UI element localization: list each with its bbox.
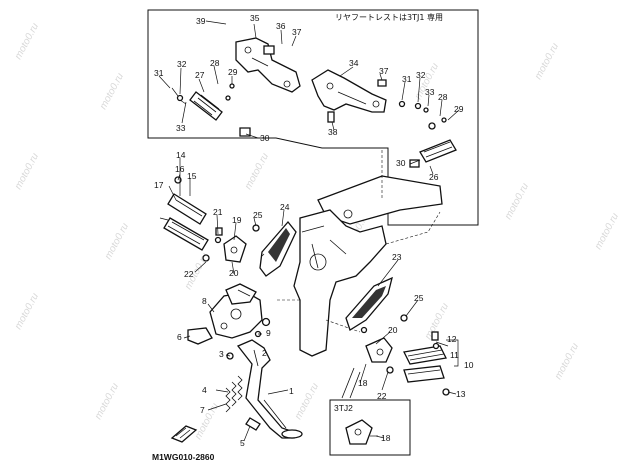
callout-5: 5 [240, 438, 245, 448]
stopper-6 [187, 327, 213, 345]
callout-32b: 32 [416, 70, 426, 80]
callout-19: 19 [232, 215, 242, 225]
front-footpeg-right [403, 345, 447, 383]
right-footrest-bracket [345, 276, 393, 331]
variant-leader [341, 367, 361, 399]
callout-13: 13 [456, 389, 466, 399]
rear-bracket-left [235, 37, 301, 93]
callout-24: 24 [280, 202, 290, 212]
callout-2: 2 [262, 348, 267, 358]
callout-7: 7 [200, 405, 205, 415]
callout-28: 28 [210, 58, 220, 68]
callout-30: 30 [260, 133, 270, 143]
callout-31: 31 [154, 68, 164, 78]
callout-22: 22 [184, 269, 194, 279]
callout-8: 8 [202, 296, 207, 306]
callout-18: 18 [358, 378, 368, 388]
bolt-38 [327, 111, 335, 123]
callout-29: 29 [228, 67, 238, 77]
watermark: moto0.ru [103, 221, 131, 261]
callout-11: 11 [450, 350, 459, 360]
bracket-20-left [223, 235, 247, 263]
callout-18b: 18 [381, 433, 391, 443]
watermark: moto0.ru [243, 151, 271, 191]
callout-28b: 28 [438, 92, 448, 102]
callout-20b: 20 [388, 325, 398, 335]
callout-15: 15 [187, 171, 197, 181]
collar-37 [377, 79, 387, 87]
callout-37: 37 [292, 27, 302, 37]
callout-1: 1 [289, 386, 294, 396]
watermark: moto0.ru [533, 41, 561, 81]
washer-30-left [239, 127, 251, 137]
watermark: moto0.ru [13, 291, 41, 331]
watermark: moto0.ru [98, 71, 126, 111]
callout-33: 33 [176, 123, 186, 133]
watermark: moto0.ru [503, 181, 531, 221]
callout-38: 38 [328, 127, 338, 137]
callout-9: 9 [266, 328, 271, 338]
callout-16: 16 [175, 164, 185, 174]
callout-17: 17 [154, 180, 164, 190]
callout-37b: 37 [379, 66, 389, 76]
callout-29b: 29 [454, 104, 464, 114]
callout-numbers: 39 35 36 37 31 32 27 28 29 33 30 34 37 3… [154, 13, 474, 448]
callout-6: 6 [177, 332, 182, 342]
callout-4: 4 [202, 385, 207, 395]
callout-20: 20 [229, 268, 239, 278]
callout-31b: 31 [402, 74, 412, 84]
left-footrest-bracket [259, 220, 297, 277]
frame-body [276, 150, 443, 357]
callout-39: 39 [196, 16, 206, 26]
watermark: moto0.ru [593, 211, 621, 251]
callout-21: 21 [213, 207, 223, 217]
callout-25: 25 [253, 210, 263, 220]
pin-5 [245, 417, 261, 431]
callout-27: 27 [195, 70, 205, 80]
watermark: moto0.ru [293, 381, 321, 421]
callout-25b: 25 [414, 293, 424, 303]
callout-3: 3 [219, 349, 224, 359]
direction-marker [170, 425, 198, 443]
callout-35: 35 [250, 13, 260, 23]
callout-22b: 22 [377, 391, 387, 401]
watermark: moto0.ru [553, 341, 581, 381]
rear-bracket-right [311, 69, 387, 113]
callout-34: 34 [349, 58, 359, 68]
callout-14: 14 [176, 150, 186, 160]
variant-label: 3TJ2 [334, 403, 353, 413]
callout-36: 36 [276, 21, 286, 31]
rear-footrest-inset: リヤフートレストは3TJ1 専用 [147, 9, 479, 226]
inset-frame [147, 9, 479, 226]
rear-footpeg-left [189, 91, 223, 121]
rear-footpeg-right [419, 139, 457, 163]
callout-32: 32 [177, 59, 187, 69]
watermark: moto0.ru [13, 151, 41, 191]
callout-26: 26 [429, 172, 439, 182]
callout-33b: 33 [425, 87, 435, 97]
callout-23: 23 [392, 252, 402, 262]
stand-spring [225, 375, 243, 413]
callout-12: 12 [447, 334, 457, 344]
sidestand-bracket [209, 283, 263, 339]
side-stand [236, 339, 303, 439]
callout-10: 10 [464, 360, 474, 370]
inset-note: リヤフートレストは3TJ1 専用 [335, 12, 443, 22]
front-footpeg-left [163, 193, 209, 251]
variant-inset: 3TJ2 [329, 399, 411, 456]
watermark: moto0.ru [13, 21, 41, 61]
watermark: moto0.ru [93, 381, 121, 421]
callout-30b: 30 [396, 158, 406, 168]
callout-leaders [158, 20, 460, 442]
diagram-code: M1WG010-2860 [152, 452, 215, 462]
